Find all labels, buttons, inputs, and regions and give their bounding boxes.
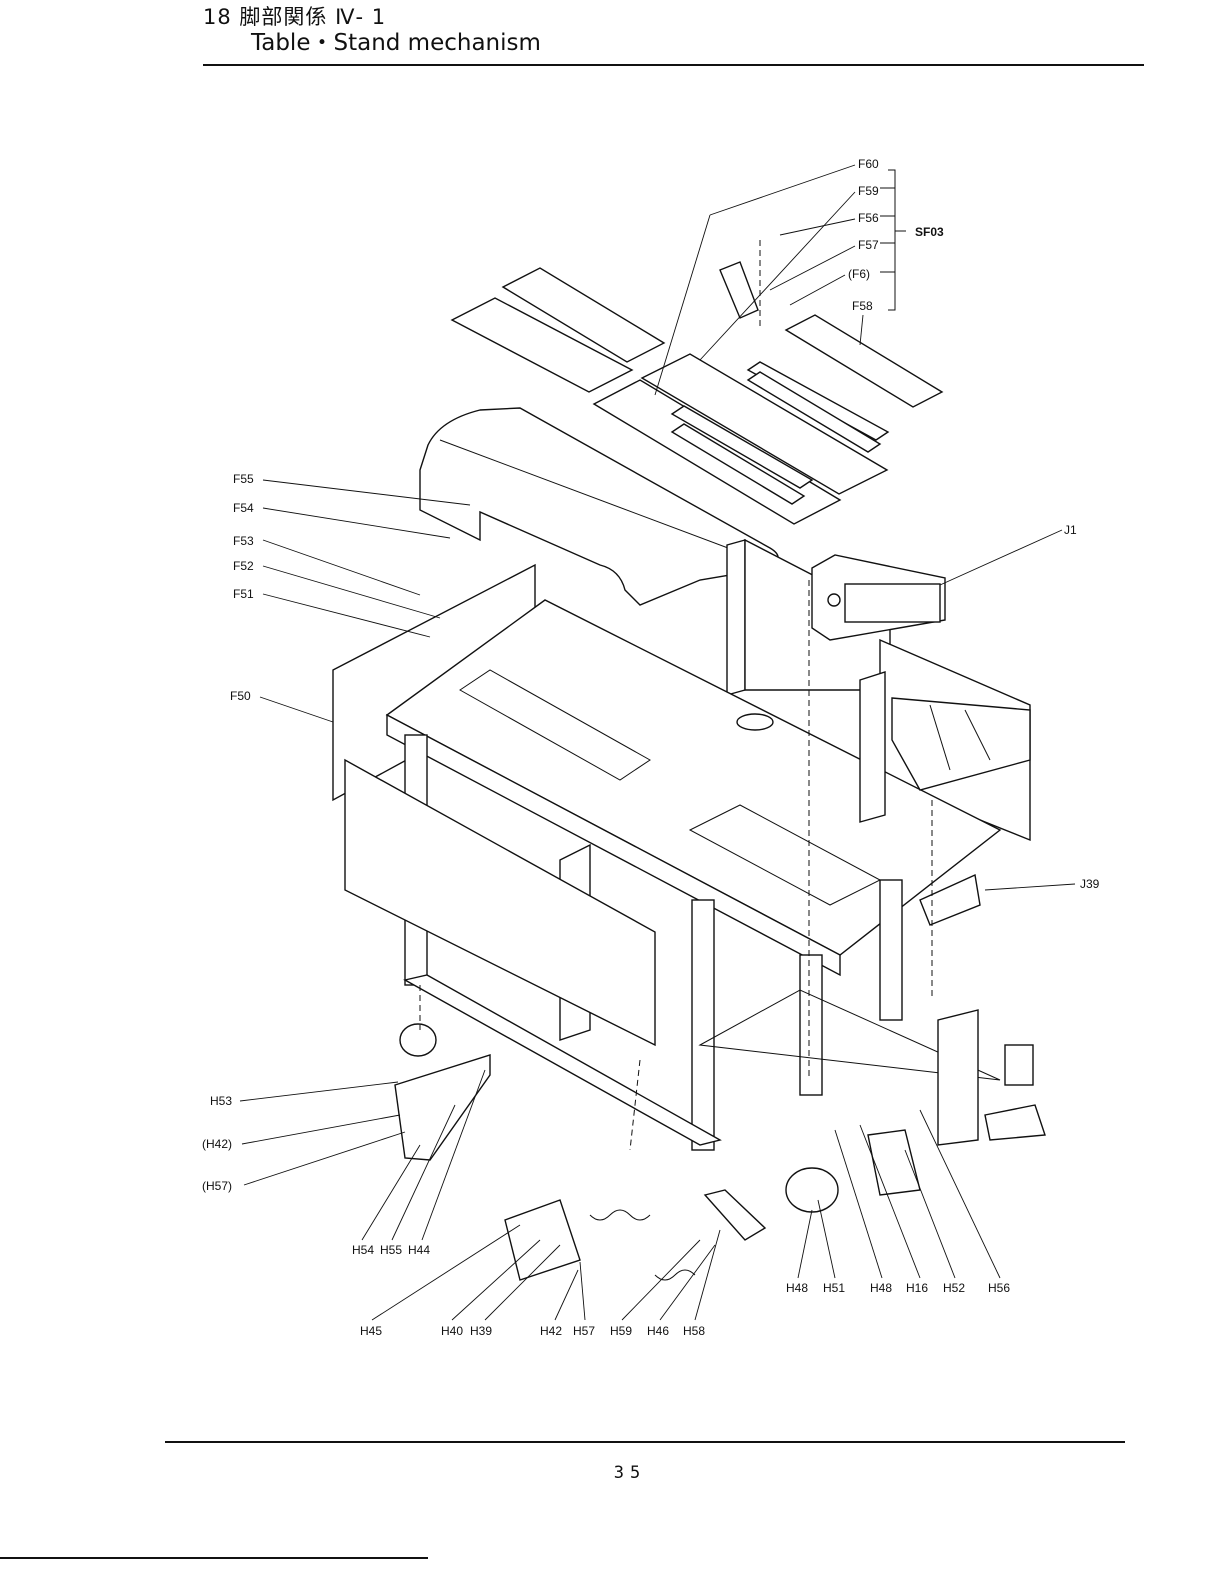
- callout-H39: H39: [470, 1324, 492, 1338]
- callout-F56: F56: [858, 211, 879, 225]
- callout-H48-b: H48: [870, 1281, 892, 1295]
- callout-F53: F53: [233, 534, 254, 548]
- callout-SF03: SF03: [915, 225, 944, 239]
- callout-F54: F54: [233, 501, 254, 515]
- callout-F55: F55: [233, 472, 254, 486]
- callout-J39: J39: [1080, 877, 1100, 891]
- callout-H40: H40: [441, 1324, 463, 1338]
- callout-F51: F51: [233, 587, 254, 601]
- callout-H58: H58: [683, 1324, 705, 1338]
- callout-H16: H16: [906, 1281, 928, 1295]
- callout-H56: H56: [988, 1281, 1010, 1295]
- callout-H46: H46: [647, 1324, 669, 1338]
- callout-H53: H53: [210, 1094, 232, 1108]
- callout-H51: H51: [823, 1281, 845, 1295]
- control-box-j1: [812, 555, 945, 640]
- callout-F50: F50: [230, 689, 251, 703]
- callout-H42: H42: [540, 1324, 562, 1338]
- callout-F59: F59: [858, 184, 879, 198]
- callout-J1: J1: [1064, 523, 1077, 537]
- page-number: 35: [600, 1463, 660, 1483]
- callout-H59: H59: [610, 1324, 632, 1338]
- callout-H57-ref: (H57): [202, 1179, 232, 1193]
- callout-H54: H54: [352, 1243, 374, 1257]
- callout-H57: H57: [573, 1324, 595, 1338]
- lower-components: [395, 1010, 1045, 1280]
- callout-H52: H52: [943, 1281, 965, 1295]
- callout-H44: H44: [408, 1243, 430, 1257]
- callout-H42-ref: (H42): [202, 1137, 232, 1151]
- callout-F60: F60: [858, 157, 879, 171]
- page-edge-rule: [0, 1557, 428, 1559]
- callout-F6: (F6): [848, 267, 870, 281]
- callout-F57: F57: [858, 238, 879, 252]
- callout-F58: F58: [852, 299, 873, 313]
- callout-H45: H45: [360, 1324, 382, 1338]
- footer-rule: [165, 1441, 1125, 1443]
- callout-H48-a: H48: [786, 1281, 808, 1295]
- callout-F52: F52: [233, 559, 254, 573]
- callout-H55: H55: [380, 1243, 402, 1257]
- sf03-bracket: [880, 170, 906, 310]
